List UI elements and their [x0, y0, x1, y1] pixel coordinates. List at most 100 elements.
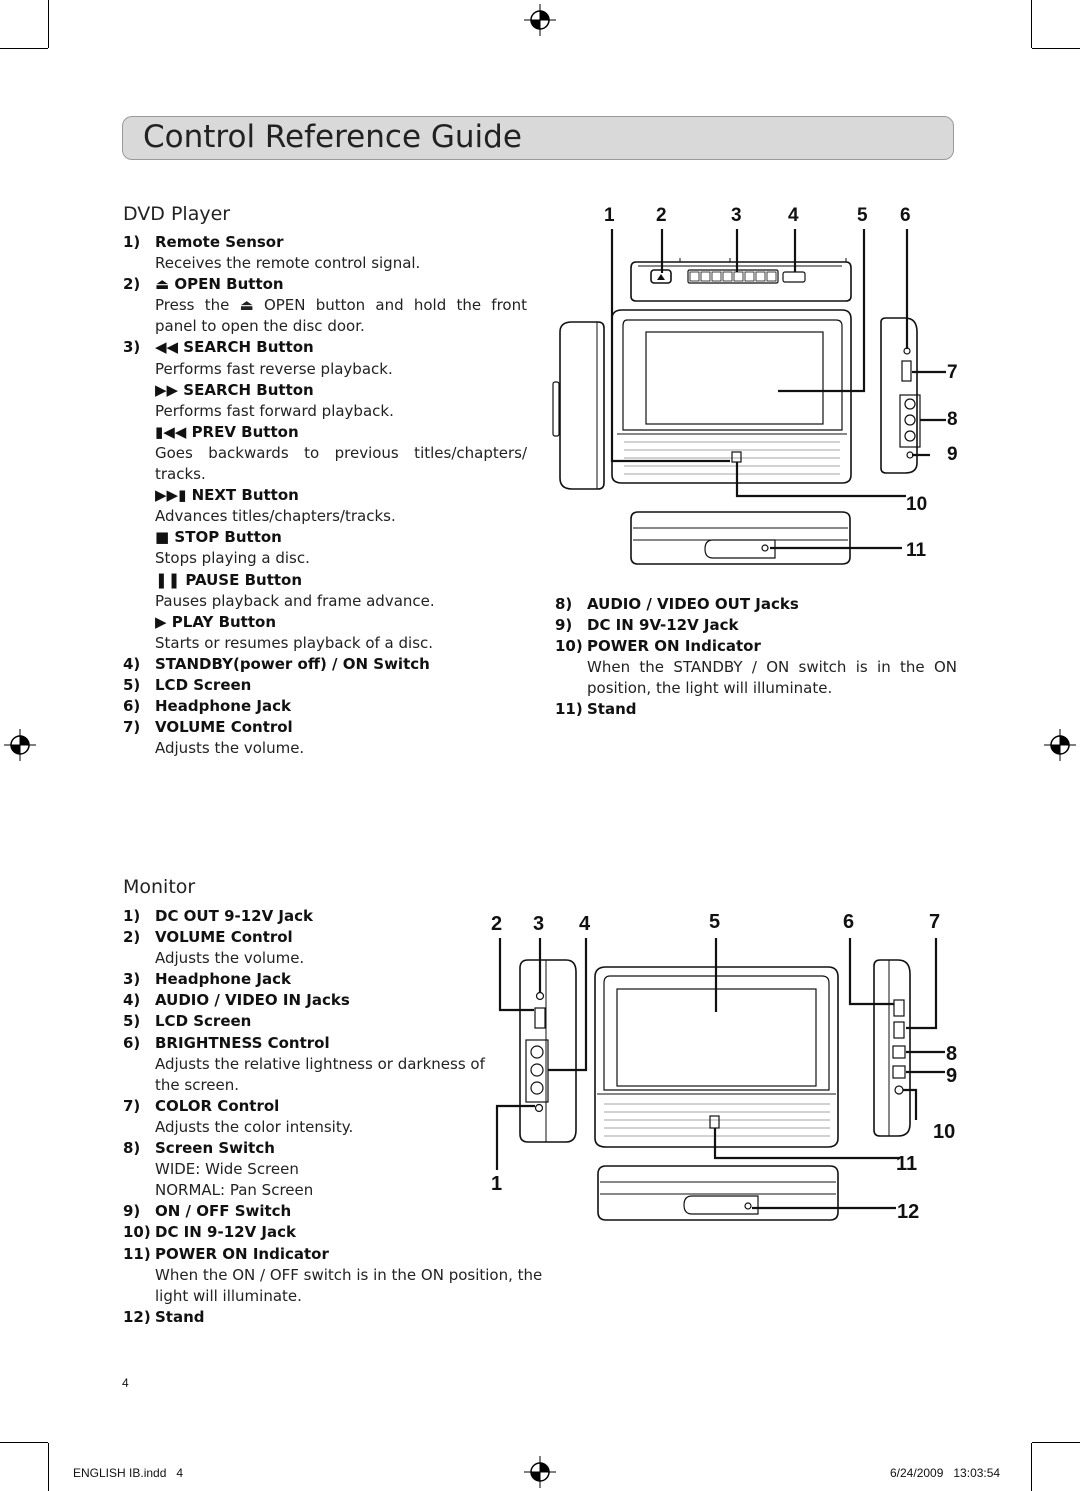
item-description: Adjusts the color intensity. [155, 1117, 354, 1136]
item-label: Headphone Jack [155, 697, 291, 716]
crop-mark [48, 0, 49, 48]
item-number: 10) [123, 1223, 151, 1242]
item-label: LCD Screen [155, 675, 252, 694]
dvd-section-heading: DVD Player [123, 203, 231, 225]
item-description: Stops playing a disc. [155, 549, 310, 568]
play-icon: ▶ [155, 612, 172, 631]
item-label: Stand [155, 1307, 205, 1326]
callout-5: 5 [709, 911, 720, 933]
list-item: 1) DC OUT 9-12V Jack [123, 906, 543, 927]
item-number: 8) [555, 595, 573, 613]
list-item: 5) LCD Screen [123, 675, 527, 696]
list-item: 3) Headphone Jack [123, 969, 543, 990]
registration-mark-icon [524, 4, 556, 36]
item-label: DC IN 9V-12V Jack [587, 616, 739, 635]
callout-11: 11 [906, 540, 927, 561]
list-item: 11) Stand [555, 699, 957, 720]
item-label: AUDIO / VIDEO IN Jacks [155, 991, 350, 1010]
crop-mark [1031, 1443, 1032, 1491]
item-description: Receives the remote control signal. [155, 254, 421, 273]
item-description: Adjusts the volume. [155, 949, 305, 968]
monitor-diagram: 1 2 3 4 5 6 7 8 9 10 11 12 [491, 911, 957, 1223]
item-description: When the STANDBY / ON switch is in the O… [587, 658, 957, 698]
item-label: POWER ON Indicator [587, 637, 761, 656]
callout-2: 2 [656, 205, 667, 226]
callout-2: 2 [491, 913, 502, 935]
item-number: 2) [123, 928, 141, 947]
registration-mark-icon [1044, 729, 1076, 761]
title-banner: Control Reference Guide [122, 116, 954, 160]
registration-mark-icon [524, 1456, 556, 1488]
crop-mark [1031, 0, 1032, 48]
item-number: 4) [123, 654, 141, 673]
callout-6: 6 [843, 911, 854, 933]
item-label: SEARCH Button [183, 380, 314, 399]
list-item: 12) Stand [123, 1307, 543, 1328]
page-number: 4 [122, 1376, 129, 1390]
callout-10: 10 [906, 494, 927, 515]
list-item: 10) POWER ON Indicator When the STANDBY … [555, 636, 957, 699]
list-sub-item: ▮◀◀ PREV Button Goes backwards to previo… [123, 422, 527, 485]
eject-icon: ⏏ [155, 275, 175, 294]
list-item: 11) POWER ON Indicator When the ON / OFF… [123, 1244, 543, 1307]
item-label: PLAY Button [171, 612, 277, 631]
item-number: 6) [123, 697, 141, 716]
list-item: 8) AUDIO / VIDEO OUT Jacks [555, 594, 957, 615]
list-item: 9) DC IN 9V-12V Jack [555, 615, 957, 636]
item-description: Advances titles/chapters/tracks. [155, 507, 396, 526]
item-label: OPEN Button [174, 275, 284, 294]
item-number: 8) [123, 1139, 141, 1158]
item-label: PREV Button [191, 422, 299, 441]
item-number: 7) [123, 718, 141, 737]
list-sub-item: ❚❚ PAUSE Button Pauses playback and fram… [123, 570, 527, 612]
item-number: 1) [123, 907, 141, 925]
dvd-feature-list: 1) Remote Sensor Receives the remote con… [123, 232, 527, 759]
list-item: 6) Headphone Jack [123, 696, 527, 717]
item-description: Pauses playback and frame advance. [155, 591, 435, 610]
item-description: Adjusts the relative lightness or darkne… [155, 1054, 485, 1094]
list-item: 5) LCD Screen [123, 1011, 543, 1032]
item-number: 2) [123, 275, 141, 294]
item-number: 10) [555, 637, 583, 656]
item-description: When the ON / OFF switch is in the ON po… [155, 1265, 543, 1305]
dvd-feature-list-2: 8) AUDIO / VIDEO OUT Jacks 9) DC IN 9V-1… [555, 594, 957, 721]
next-icon: ▶▶▮ [155, 486, 192, 505]
item-label: LCD Screen [155, 1012, 252, 1031]
crop-mark [0, 1442, 48, 1443]
item-description: Performs fast reverse playback. [155, 359, 393, 378]
item-label: ON / OFF Switch [155, 1202, 292, 1221]
item-number: 9) [555, 616, 573, 635]
callout-3: 3 [533, 913, 544, 935]
item-label: Remote Sensor [155, 233, 284, 251]
list-sub-item: ■ STOP Button Stops playing a disc. [123, 527, 527, 569]
callout-7: 7 [929, 911, 940, 933]
item-description: Starts or resumes playback of a disc. [155, 633, 434, 652]
list-item: 7) VOLUME Control Adjusts the volume. [123, 717, 527, 759]
item-label: DC IN 9-12V Jack [155, 1223, 296, 1242]
item-label: Stand [587, 700, 637, 719]
callout-4: 4 [579, 913, 591, 935]
item-label: COLOR Control [155, 1096, 280, 1115]
item-number: 4) [123, 991, 141, 1010]
callout-11: 11 [896, 1153, 917, 1175]
item-number: 11) [123, 1244, 151, 1263]
item-label: PAUSE Button [185, 570, 303, 589]
item-description: Goes backwards to previous titles/chapte… [155, 443, 527, 484]
crop-mark [0, 48, 48, 49]
item-label: POWER ON Indicator [155, 1244, 329, 1263]
crop-mark [48, 1443, 49, 1491]
item-number: 12) [123, 1307, 151, 1326]
list-item: 6) BRIGHTNESS Control Adjusts the relati… [123, 1033, 543, 1096]
footer-timestamp: 6/24/2009 13:03:54 [890, 1466, 1001, 1480]
item-label: STOP Button [174, 528, 282, 547]
monitor-section-heading: Monitor [123, 876, 196, 898]
item-description: NORMAL: Pan Screen [155, 1181, 314, 1200]
item-label: STANDBY(power off) / ON Switch [155, 654, 430, 673]
callout-6: 6 [900, 205, 911, 226]
item-label: Screen Switch [155, 1139, 275, 1158]
registration-mark-icon [4, 729, 36, 761]
callout-7: 7 [947, 362, 958, 383]
fast-forward-icon: ▶▶ [155, 380, 184, 399]
list-item: 10) DC IN 9-12V Jack [123, 1222, 543, 1243]
pause-icon: ❚❚ [155, 570, 186, 589]
